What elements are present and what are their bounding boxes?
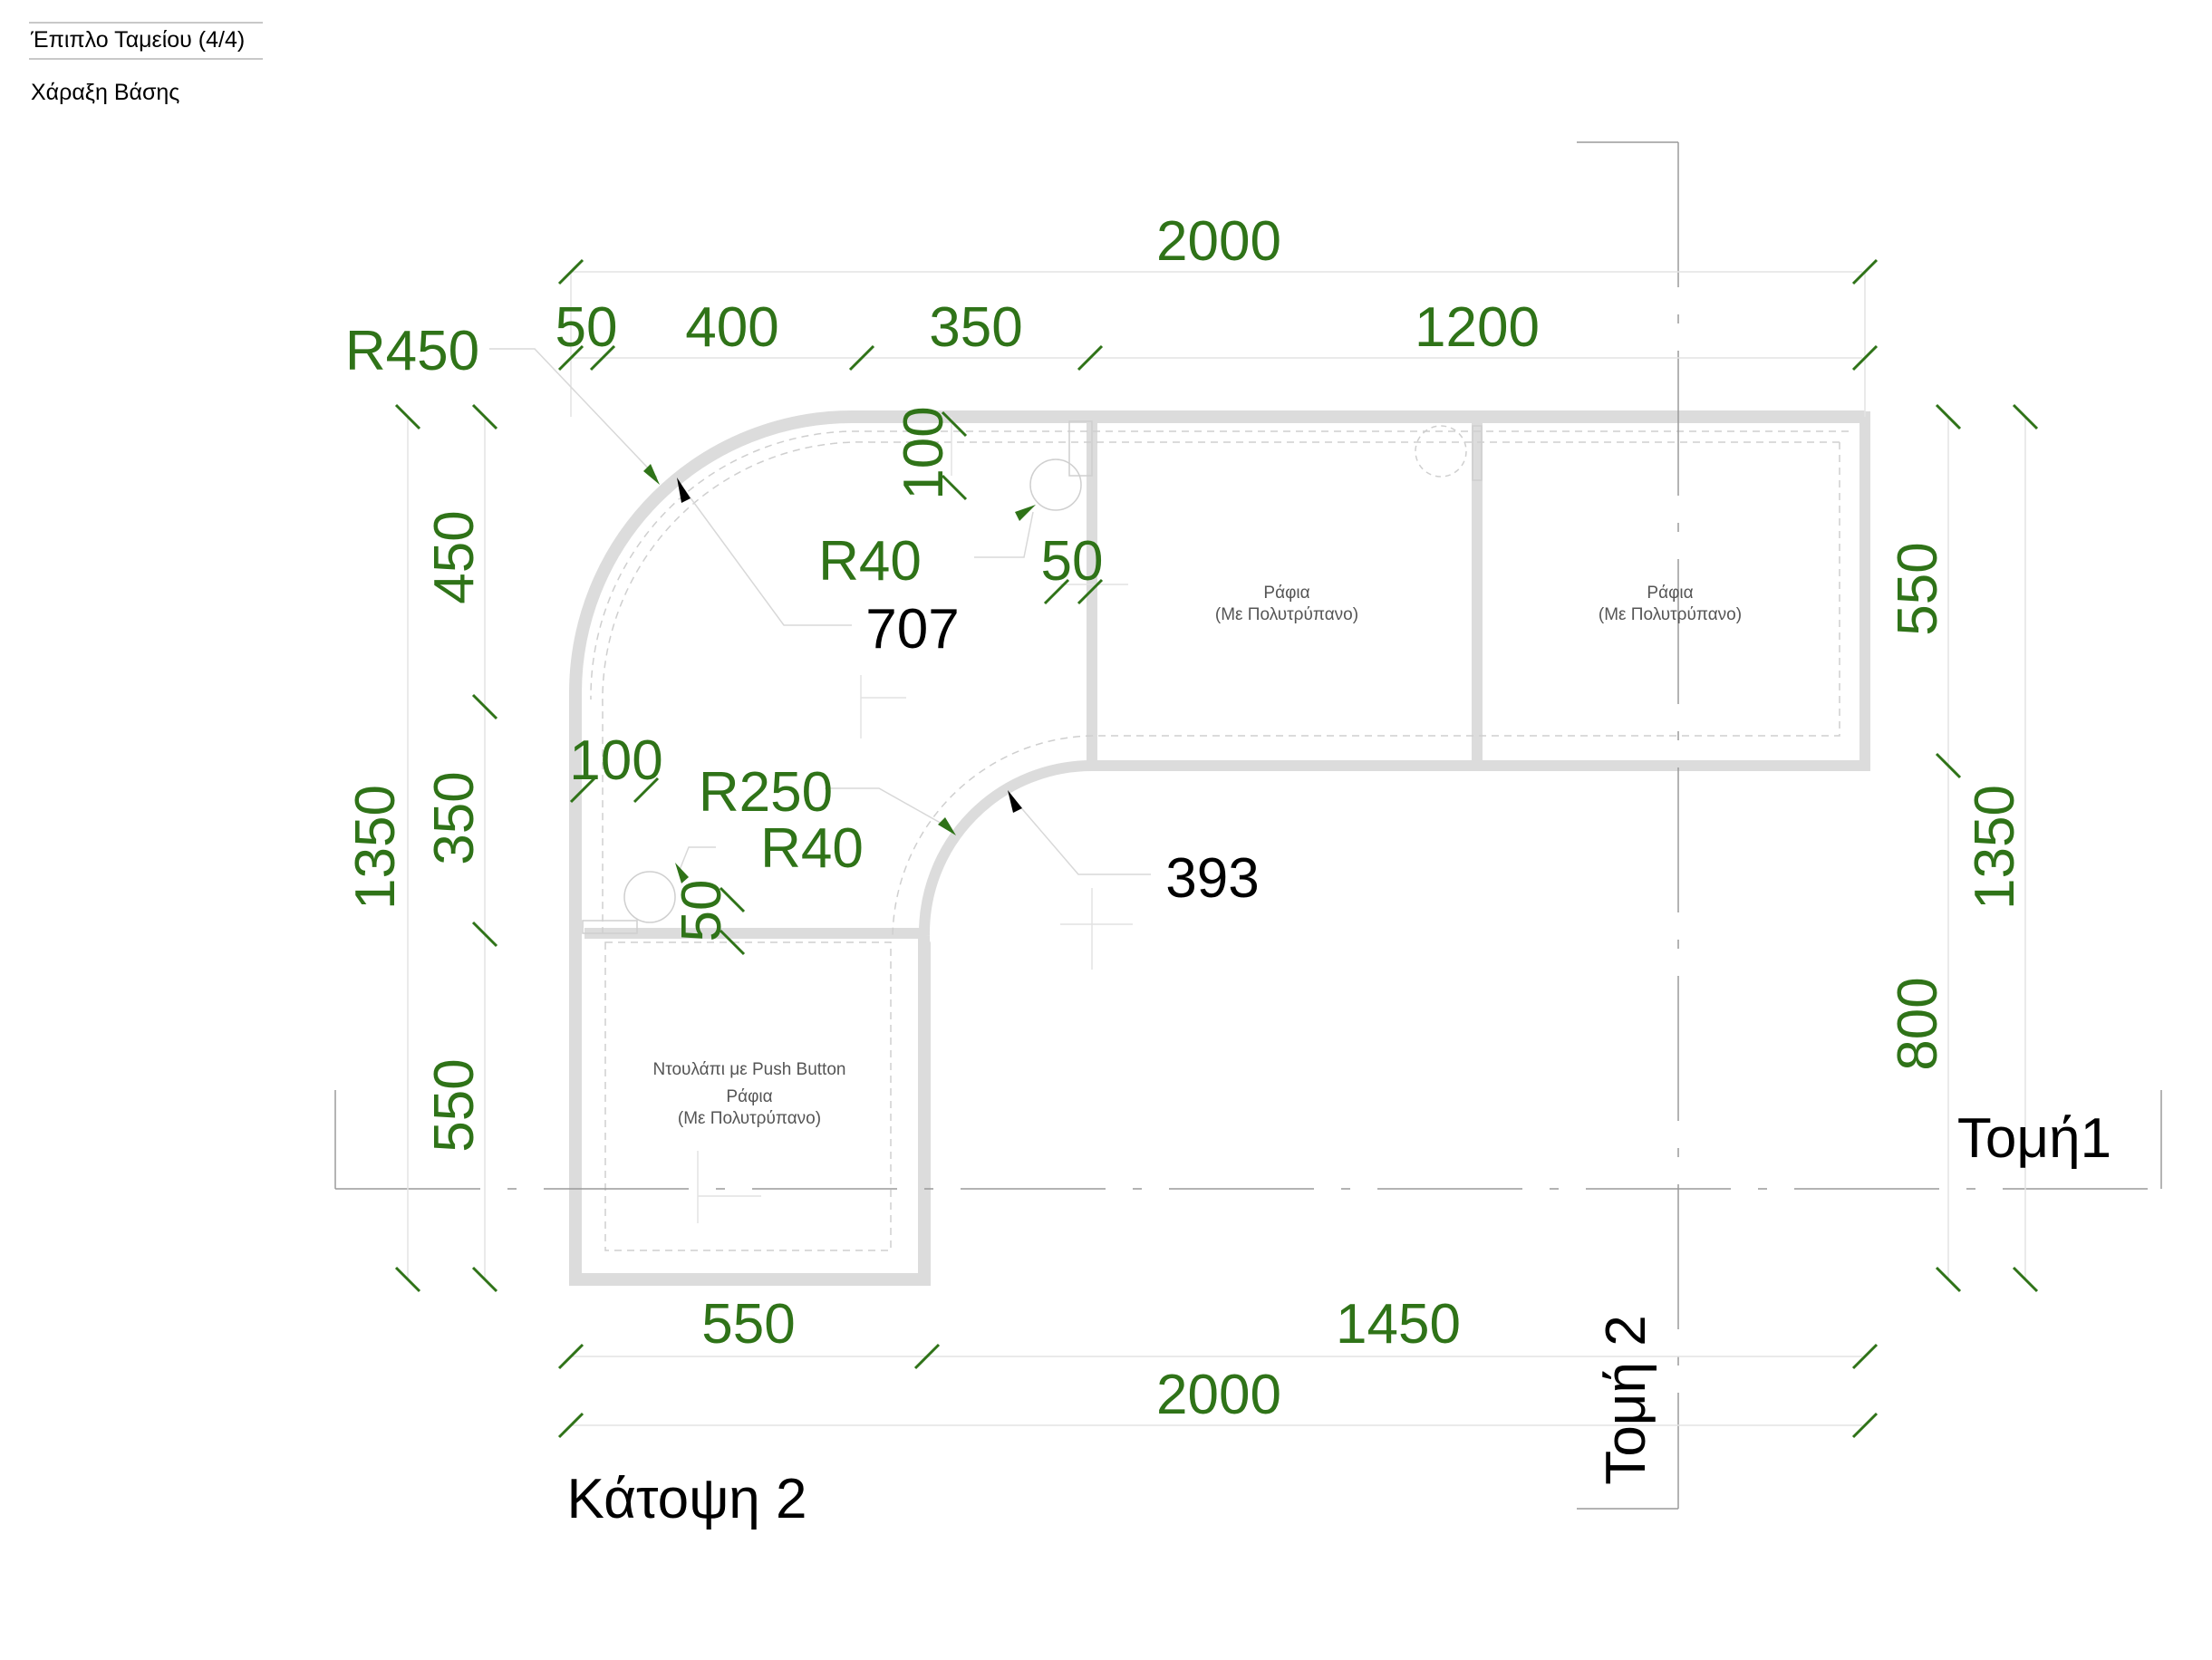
dim-top-350: 350 [929, 296, 1022, 359]
arc-length-outer: 707 [865, 598, 959, 661]
hole-rect-3 [582, 920, 638, 934]
cable-hole-lower [623, 871, 676, 923]
dim-bottom-total: 2000 [1156, 1364, 1281, 1426]
cable-hole-upper [1029, 458, 1082, 511]
dim-r40-upper: R40 [818, 530, 922, 593]
hole-rect-1 [1068, 420, 1093, 477]
arc393-arrow [1008, 790, 1022, 813]
panel-rafia-1-line2: (Με Πολυτρύπανο) [1215, 605, 1358, 624]
dim-inner-100: 100 [893, 406, 955, 499]
dim-bottom-1450: 1450 [1336, 1293, 1461, 1356]
inner-arc-leader [1011, 796, 1151, 875]
sheet-title: Έπιπλο Ταμείου (4/4) [31, 27, 246, 53]
panel-cabinet-line2: Ράφια [726, 1087, 772, 1106]
panel-rafia-1-line1: Ράφια [1263, 584, 1309, 603]
cable-hole-right [1415, 425, 1467, 478]
panel-cabinet-line1: Ντουλάπι με Push Button [653, 1060, 846, 1079]
dim-top-400: 400 [685, 296, 778, 359]
hole-rect-2 [1472, 425, 1483, 481]
inner-dashed-outer2 [590, 430, 1849, 700]
dim-inner-100-lower: 100 [569, 729, 662, 792]
center-marks [697, 584, 1133, 1223]
arc707-arrow [677, 478, 691, 503]
arc-length-inner: 393 [1165, 847, 1259, 910]
inner-arc [918, 760, 1093, 937]
dim-right-800: 800 [1887, 977, 1949, 1070]
dim-inner-50-lower: 50 [671, 880, 733, 942]
sheet-subtitle: Χάραξη Βάσης [31, 80, 180, 105]
dimension-labels: 2000 50 400 350 1200 R450 100 R40 50 450… [344, 210, 2026, 1426]
outer-top-edge [852, 411, 1870, 771]
r250-leader [825, 787, 952, 830]
dashed-contours [590, 430, 1849, 1251]
dim-top-total: 2000 [1156, 210, 1281, 273]
r250-arrow [938, 817, 956, 835]
leader-lines [489, 348, 1151, 875]
dim-left-1350: 1350 [344, 785, 407, 910]
r40-lower-leader [679, 846, 716, 871]
outer-arc-leader [683, 488, 852, 626]
section-lines [334, 141, 2162, 1510]
dim-inner-50-upper: 50 [1041, 530, 1104, 593]
dim-bottom-550: 550 [701, 1293, 795, 1356]
dim-right-1350: 1350 [1964, 785, 2026, 910]
cable-holes [582, 420, 1483, 934]
dim-r450: R450 [345, 320, 479, 382]
outer-arc [570, 411, 930, 1285]
r450-leader [489, 348, 658, 478]
r40-upper-leader [974, 511, 1034, 558]
inner-dashed-lower [892, 442, 1840, 939]
r450-arrow [643, 464, 660, 485]
dim-left-450: 450 [423, 510, 486, 603]
r40-arrow-upper [1015, 505, 1036, 521]
panel-cabinet-line3: (Με Πολυτρύπανο) [678, 1109, 821, 1128]
dim-right-550: 550 [1887, 542, 1949, 635]
dim-r250: R250 [699, 761, 833, 824]
leader-arrows [643, 464, 1036, 883]
r40-arrow-lower [675, 863, 689, 883]
dim-top-50: 50 [555, 296, 618, 359]
dim-left-350: 350 [423, 771, 486, 864]
dim-top-1200: 1200 [1415, 296, 1540, 359]
dim-r40-lower: R40 [760, 817, 864, 880]
section1-label: Τομή1 [1957, 1107, 2111, 1170]
dimension-ticks [394, 258, 2039, 1439]
panel-rafia-2-line1: Ράφια [1647, 584, 1693, 603]
dimension-lines [407, 271, 2026, 1426]
cabinet-dashed [604, 941, 892, 1251]
plan-label: Κάτοψη 2 [567, 1468, 807, 1530]
panel-rafia-2-line2: (Με Πολυτρύπανο) [1599, 605, 1742, 624]
title-top-rule [29, 22, 263, 24]
section2-label: Τομή 2 [1595, 1315, 1657, 1484]
title-bottom-rule [29, 58, 263, 60]
inner-dashed-upper [602, 441, 1840, 933]
dim-left-550: 550 [423, 1058, 486, 1152]
